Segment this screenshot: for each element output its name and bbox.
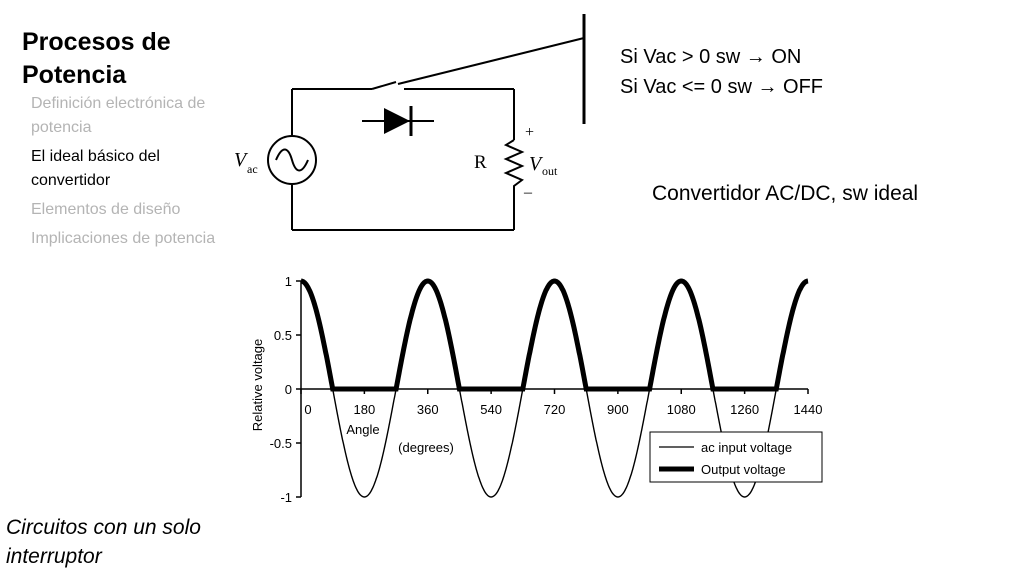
x-tick-label: 900 xyxy=(607,402,629,417)
rule-on: Si Vac > 0 sw → ON xyxy=(620,46,802,68)
nav-item-elementos-diseno[interactable]: Elementos de diseño xyxy=(31,201,181,218)
diode-symbol xyxy=(384,108,410,134)
source-label-sub: ac xyxy=(247,162,258,176)
legend-label-input: ac input voltage xyxy=(701,440,792,455)
x-tick-label: 720 xyxy=(544,402,566,417)
nav-item-implicaciones[interactable]: Implicaciones de potencia xyxy=(31,230,216,247)
source-label: V xyxy=(234,149,249,171)
output-label: V xyxy=(529,153,544,175)
y-tick-label: -1 xyxy=(280,490,292,505)
resistor-label: R xyxy=(474,152,487,173)
minus-sign: – xyxy=(523,184,533,201)
converter-caption: Convertidor AC/DC, sw ideal xyxy=(652,182,919,205)
sine-wave-icon xyxy=(275,148,309,172)
y-tick-label: 0 xyxy=(285,382,292,397)
output-label-sub: out xyxy=(542,164,558,178)
x-axis-title: Angle xyxy=(346,422,379,437)
slide-title: Procesos de Potencia xyxy=(22,28,171,89)
plus-sign: + xyxy=(525,124,534,141)
legend-label-output: Output voltage xyxy=(701,462,786,477)
legend-box xyxy=(649,431,823,483)
y-tick-label: -0.5 xyxy=(270,436,292,451)
x-tick-label: 360 xyxy=(417,402,439,417)
switch-contact xyxy=(371,81,397,90)
series-output xyxy=(300,278,809,392)
x-tick-label: 1260 xyxy=(730,402,759,417)
x-tick-label: 1080 xyxy=(667,402,696,417)
nav-item-ideal-convertidor[interactable]: El ideal básico del convertidor xyxy=(31,148,160,189)
x-axis-title-unit: (degrees) xyxy=(398,440,454,455)
x-tick-label: 540 xyxy=(480,402,502,417)
y-tick-label: 0.5 xyxy=(274,328,292,343)
nav-item-definicion[interactable]: Definición electrónica de potencia xyxy=(31,95,206,136)
switch-rules: Si Vac > 0 sw → ON Si Vac <= 0 sw → OFF xyxy=(620,42,823,102)
rule-off: Si Vac <= 0 sw → OFF xyxy=(620,76,824,98)
section-nav: Definición electrónica de potencia El id… xyxy=(31,92,216,256)
y-axis-title: Relative voltage xyxy=(250,339,265,432)
x-tick-label: 0 xyxy=(304,402,311,417)
resistor-symbol xyxy=(503,139,525,190)
footnote: Circuitos con un solo interruptor xyxy=(6,516,201,568)
switch-arm xyxy=(397,37,585,85)
x-tick-label: 180 xyxy=(354,402,376,417)
y-tick-label: 1 xyxy=(285,274,292,289)
x-tick-label: 1440 xyxy=(794,402,823,417)
ac-source-symbol xyxy=(267,135,317,185)
